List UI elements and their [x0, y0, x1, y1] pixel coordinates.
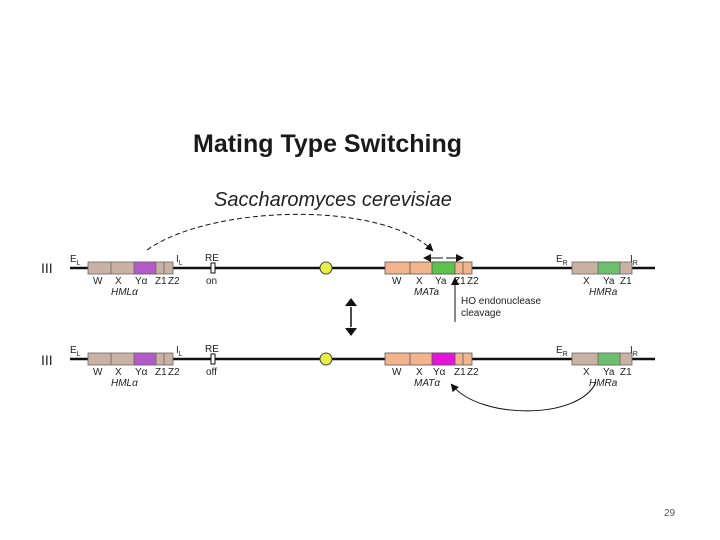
top-mat-x-label: X — [416, 276, 423, 287]
slide-subtitle: Saccharomyces cerevisiae — [214, 189, 452, 211]
top-hml-z2-label: Z2 — [168, 276, 180, 287]
slide-title: Mating Type Switching — [193, 130, 462, 158]
bottom-mat-locus: W X Yα Z1 Z2 MATα — [384, 352, 479, 389]
top-hmr-x-label: X — [583, 276, 590, 287]
bottom-hmr-name: HMRa — [589, 378, 618, 389]
top-hmr-ya-segment — [597, 261, 621, 275]
page-number: 29 — [664, 508, 676, 519]
bottom-hml-z2-label: Z2 — [168, 367, 180, 378]
top-hml-e-label: EL — [70, 254, 81, 267]
bottom-hmr-ya-label: Ya — [603, 367, 615, 378]
top-hml-name: HMLα — [111, 287, 138, 298]
top-hml-w-label: W — [93, 276, 103, 287]
top-hml-i-label: IL — [176, 254, 183, 267]
bottom-mat-yalpha-segment — [431, 352, 456, 366]
top-hmr-cassette: ER IR X Ya Z1 HMRa — [556, 254, 638, 298]
bottom-mat-w-label: W — [392, 367, 402, 378]
hmr-to-mat-donor-arrow — [450, 381, 597, 412]
bottom-hml-x-label: X — [115, 367, 122, 378]
bottom-mat-z2-label: Z2 — [467, 367, 479, 378]
top-chromosome-label: III — [41, 260, 53, 276]
cleavage-note-line2: cleavage — [461, 308, 501, 319]
top-mat-ya-segment — [431, 261, 456, 275]
top-mat-locus: W X Ya Z1 Z2 MATa — [384, 254, 479, 298]
top-hml-cassette: EL IL W X Yα Z1 Z2 HMLα — [70, 254, 183, 298]
bottom-hml-yalpha-segment — [133, 352, 157, 366]
bottom-chromosome: III EL IL W X Yα Z1 Z2 HMLα RE off — [41, 344, 655, 412]
bottom-mat-z1-label: Z1 — [454, 367, 466, 378]
ho-cleavage-annotation: HO endonuclease cleavage — [451, 277, 541, 322]
bottom-hml-i-label: IL — [176, 345, 183, 358]
cleavage-note-line1: HO endonuclease — [461, 296, 541, 307]
top-re-element: RE on — [205, 253, 219, 287]
top-mat-z2-label: Z2 — [467, 276, 479, 287]
bottom-centromere — [319, 352, 333, 366]
switch-indicator — [345, 298, 357, 336]
top-mat-ya-label: Ya — [435, 276, 447, 287]
bottom-re-state: off — [206, 367, 217, 378]
bottom-re-label: RE — [205, 344, 219, 355]
bottom-hml-w-label: W — [93, 367, 103, 378]
bottom-hmr-i-label: IR — [630, 345, 638, 358]
top-hmr-e-label: ER — [556, 254, 568, 267]
bottom-hml-cassette: EL IL W X Yα Z1 Z2 HMLα — [70, 345, 183, 389]
top-hml-x-label: X — [115, 276, 122, 287]
top-mat-name: MATa — [414, 287, 439, 298]
top-hml-box — [87, 261, 174, 275]
top-re-box — [210, 262, 216, 274]
top-hmr-name: HMRa — [589, 287, 618, 298]
top-hmr-i-label: IR — [630, 254, 638, 267]
bottom-hmr-e-label: ER — [556, 345, 568, 358]
bottom-hmr-ya-segment — [597, 352, 621, 366]
bottom-chromosome-label: III — [41, 352, 53, 368]
bottom-hml-z1-label: Z1 — [155, 367, 167, 378]
bottom-mat-name: MATα — [414, 378, 440, 389]
top-re-state: on — [206, 276, 217, 287]
bottom-hml-e-label: EL — [70, 345, 81, 358]
bottom-mat-x-label: X — [416, 367, 423, 378]
bottom-hml-box — [87, 352, 174, 366]
bottom-re-element: RE off — [205, 344, 219, 378]
bottom-mat-yalpha-label: Yα — [433, 367, 446, 378]
bottom-hml-name: HMLα — [111, 378, 138, 389]
hml-to-mat-donor-arrow — [146, 213, 434, 252]
top-mat-w-label: W — [392, 276, 402, 287]
top-hmr-ya-label: Ya — [603, 276, 615, 287]
bottom-hmr-x-label: X — [583, 367, 590, 378]
bottom-hmr-cassette: ER IR X Ya Z1 HMRa — [556, 345, 638, 389]
bottom-mat-box — [384, 352, 473, 366]
bottom-re-box — [210, 353, 216, 365]
top-hml-yalpha-segment — [133, 261, 157, 275]
top-re-label: RE — [205, 253, 219, 264]
bottom-hmr-z1-label: Z1 — [620, 367, 632, 378]
bottom-hml-yalpha-label: Yα — [135, 367, 148, 378]
top-centromere — [319, 261, 333, 275]
top-hmr-z1-label: Z1 — [620, 276, 632, 287]
top-mat-z1-label: Z1 — [454, 276, 466, 287]
top-hml-yalpha-label: Yα — [135, 276, 148, 287]
top-mat-box — [384, 261, 473, 275]
top-chromosome: III EL IL W X Yα Z1 Z2 HMLα RE — [41, 213, 655, 298]
top-hml-z1-label: Z1 — [155, 276, 167, 287]
